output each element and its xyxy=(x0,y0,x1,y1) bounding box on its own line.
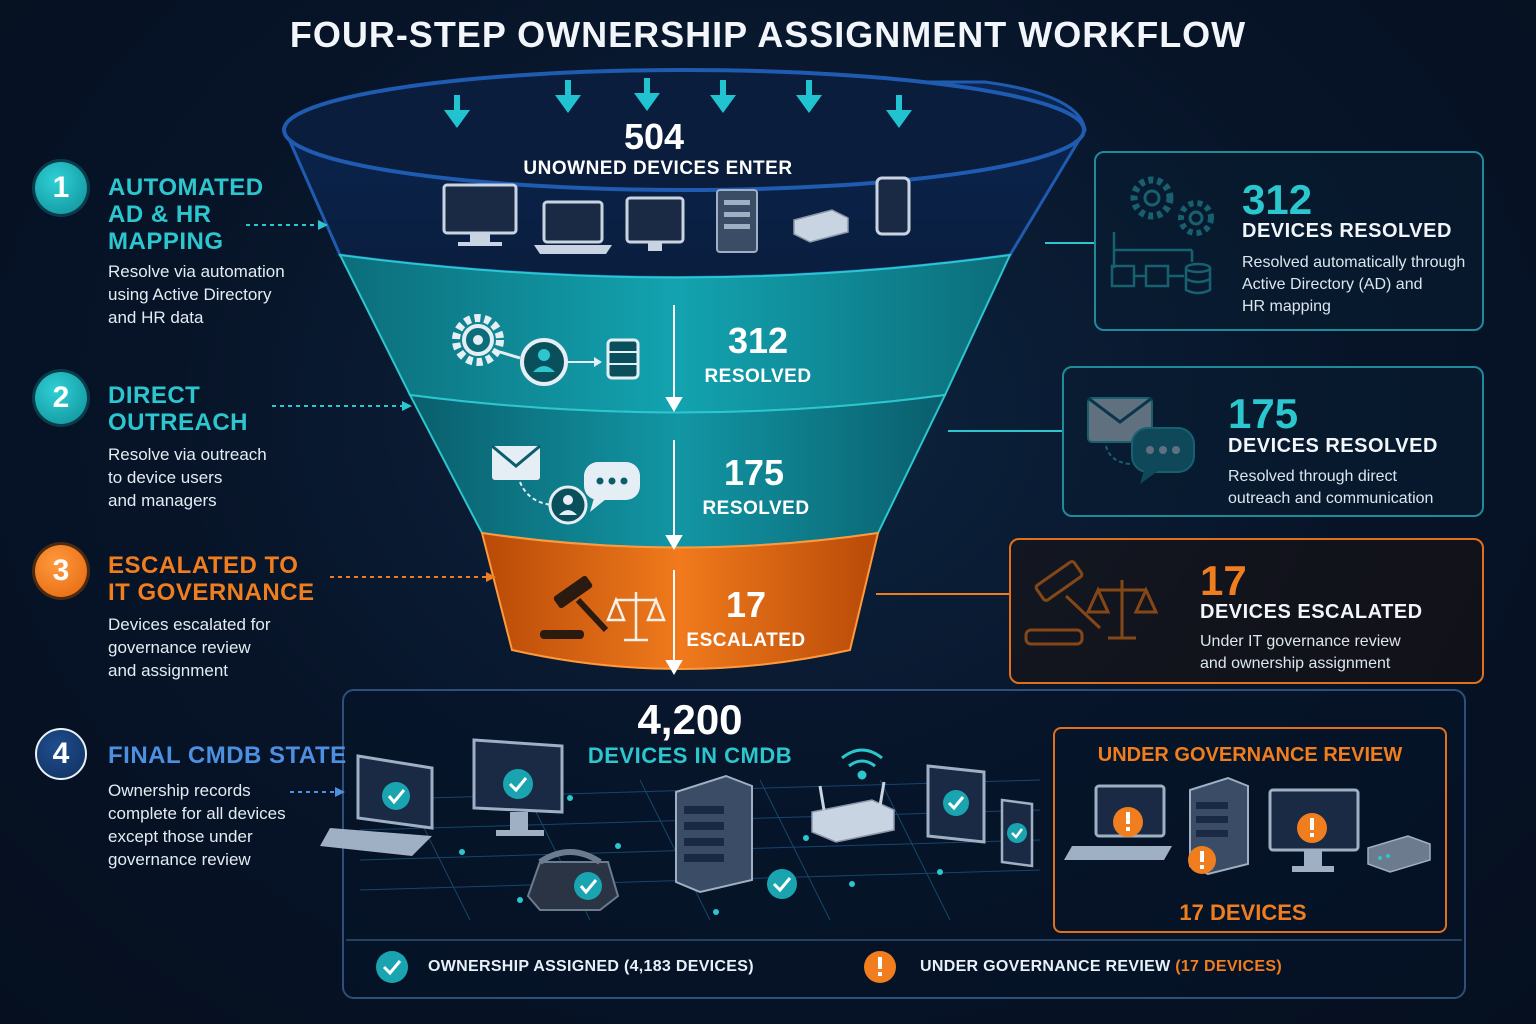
result-box-automated xyxy=(1094,151,1484,331)
funnel-stage-1-label: RESOLVED xyxy=(704,366,812,387)
legend-review: UNDER GOVERNANCE REVIEW (17 DEVICES) xyxy=(920,958,1282,975)
monitor-icon xyxy=(442,183,518,246)
result-box-2-label: DEVICES RESOLVED xyxy=(1228,435,1438,457)
step-4-badge: 4 xyxy=(35,728,87,780)
monitor-icon xyxy=(1268,788,1360,872)
step-1-badge: 1 xyxy=(35,162,87,214)
mini-pc-icon xyxy=(793,209,849,243)
gavel-icon xyxy=(540,575,609,639)
server-icon xyxy=(675,774,753,894)
step-4-title: FINAL CMDB STATE xyxy=(108,742,347,769)
funnel-top-value: 504 xyxy=(623,116,685,157)
envelope-icon xyxy=(491,444,541,480)
step-2-badge: 2 xyxy=(35,372,87,424)
network-nodes xyxy=(459,795,943,915)
funnel-stage-3-label: ESCALATED xyxy=(686,630,806,651)
scales-icon xyxy=(606,592,666,642)
monitor-icon xyxy=(472,738,564,836)
step-2-title: DIRECT OUTREACH xyxy=(108,382,248,436)
server-icon xyxy=(1188,776,1249,876)
result-box-1-label: DEVICES RESOLVED xyxy=(1242,220,1452,242)
step-1-description: Resolve via automation using Active Dire… xyxy=(108,262,285,327)
funnel-top-label: UNOWNED DEVICES ENTER xyxy=(523,158,793,179)
laptop-icon xyxy=(320,754,434,856)
wifi-icon xyxy=(841,748,883,780)
desk-phone-icon xyxy=(526,849,620,911)
connector-arrowheads xyxy=(318,220,496,797)
tablet-icon xyxy=(926,764,986,844)
funnel-stage-2-label: RESOLVED xyxy=(702,498,810,519)
step-connectors xyxy=(246,224,488,793)
step-2-description: Resolve via outreach to device users and… xyxy=(108,445,267,510)
funnel-stage-2 xyxy=(408,393,947,549)
result-box-2-description: Resolved through direct outreach and com… xyxy=(1228,468,1434,507)
step-3-description: Devices escalated for governance review … xyxy=(108,615,271,680)
user-icon xyxy=(548,485,588,525)
cmdb-value: 4,200 xyxy=(637,696,743,743)
result-box-3-description: Under IT governance review and ownership… xyxy=(1200,633,1401,672)
result-box-1-description: Resolved automatically through Active Di… xyxy=(1242,254,1466,315)
result-box-1-value: 312 xyxy=(1242,176,1313,223)
mini-pc-icon xyxy=(1367,835,1431,873)
governance-review-title: UNDER GOVERNANCE REVIEW xyxy=(1097,744,1403,766)
funnel-stage-1-value: 312 xyxy=(727,320,789,361)
warning-icon xyxy=(864,951,896,983)
laptop-icon xyxy=(1064,784,1172,860)
router-icon xyxy=(811,781,895,843)
result-box-outreach xyxy=(1062,366,1484,517)
governance-review-box xyxy=(1053,727,1447,933)
phone-icon xyxy=(1000,798,1034,868)
result-box-3-value: 17 xyxy=(1200,557,1247,604)
page-title: FOUR-STEP OWNERSHIP ASSIGNMENT WORKFLOW xyxy=(289,14,1247,55)
flow-arrows xyxy=(665,305,683,675)
result-box-2-value: 175 xyxy=(1228,390,1299,437)
phone-icon xyxy=(875,176,911,236)
funnel-stage-3-value: 17 xyxy=(725,584,767,625)
laptop-icon xyxy=(534,200,612,254)
funnel-stage-2-value: 175 xyxy=(723,452,785,493)
result-box-escalated xyxy=(1009,538,1484,684)
result-box-3-label: DEVICES ESCALATED xyxy=(1200,601,1423,623)
result-connectors xyxy=(876,242,1094,595)
step-4-description: Ownership records complete for all devic… xyxy=(108,781,286,869)
step-3-badge: 3 xyxy=(35,545,87,597)
step-1-title: AUTOMATED AD & HR MAPPING xyxy=(108,174,264,255)
user-icon xyxy=(520,338,568,386)
check-icon xyxy=(767,869,797,899)
server-icon xyxy=(716,189,758,253)
legend-assigned: OWNERSHIP ASSIGNED (4,183 DEVICES) xyxy=(428,958,754,975)
database-icon xyxy=(606,338,640,380)
monitor-icon xyxy=(625,196,685,251)
arrow-down-icon xyxy=(444,78,912,128)
step-3-title: ESCALATED TO IT GOVERNANCE xyxy=(108,552,315,606)
gear-icon xyxy=(452,314,504,366)
check-icon xyxy=(376,951,408,983)
governance-review-count: 17 DEVICES xyxy=(1179,900,1307,925)
cmdb-label: DEVICES IN CMDB xyxy=(587,743,793,768)
chat-icon xyxy=(584,462,640,512)
